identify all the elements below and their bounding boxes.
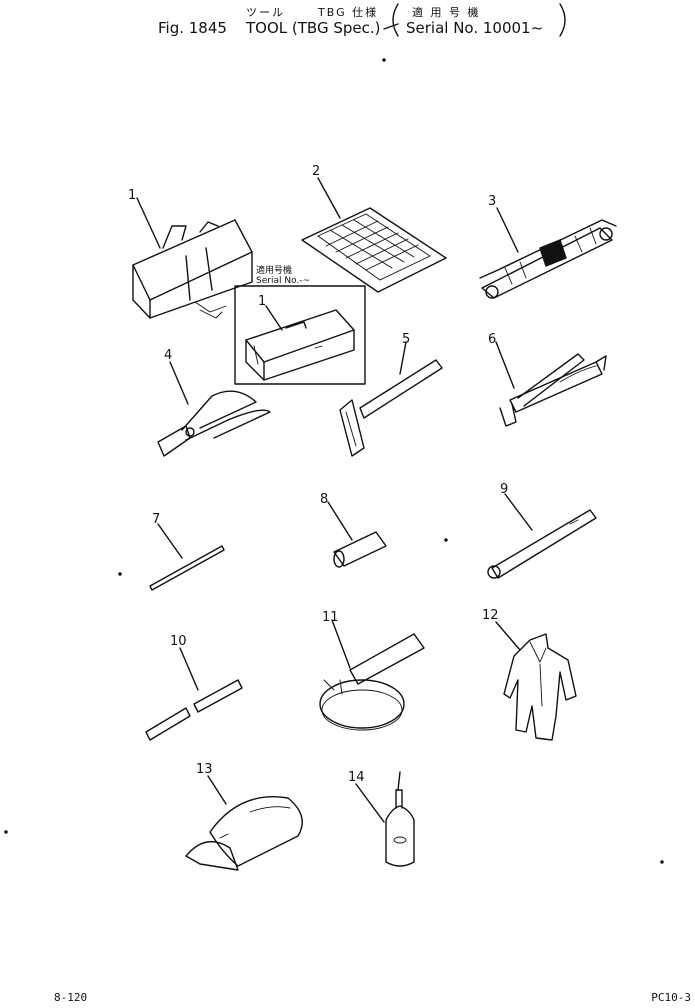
model-code: PC10-3	[651, 991, 691, 1004]
coverall-drawing	[503, 633, 577, 741]
callout-8: 8	[320, 492, 329, 507]
leader-7	[157, 523, 183, 559]
oil-can-drawing	[385, 771, 415, 867]
two-piece-rod-drawing	[145, 679, 243, 741]
header-brackets	[383, 3, 566, 37]
callout-10: 10	[170, 634, 187, 649]
header-jp-serial: 適 用 号 機	[412, 6, 481, 19]
callout-11: 11	[322, 610, 339, 625]
callout-13: 13	[196, 762, 213, 777]
leader-12	[495, 621, 521, 651]
tool-bag-drawing	[132, 219, 253, 319]
leader-9	[504, 493, 533, 531]
filter-wrench-drawing	[319, 633, 425, 731]
callout-4: 4	[164, 348, 173, 363]
leader-2	[317, 177, 341, 219]
grease-gun-drawing	[499, 353, 607, 427]
leader-inset-1	[265, 305, 283, 331]
leader-5	[399, 341, 407, 375]
speck	[382, 58, 386, 62]
leader-6	[495, 341, 515, 389]
callout-1: 1	[128, 188, 137, 203]
callout-7: 7	[152, 512, 161, 527]
callout-5: 5	[402, 332, 411, 347]
leader-4	[169, 361, 189, 405]
callout-14: 14	[348, 770, 365, 785]
speck	[444, 538, 448, 542]
callout-12: 12	[482, 608, 499, 623]
leader-10	[179, 647, 199, 691]
leader-11	[331, 619, 351, 669]
callout-2: 2	[312, 164, 321, 179]
speck	[118, 572, 122, 576]
cap-drawing	[185, 796, 303, 871]
pin-drawing	[333, 531, 387, 568]
leader-1	[136, 197, 161, 249]
parts-chart-drawing	[301, 207, 447, 293]
inset-callout-1: 1	[258, 294, 267, 309]
leader-14	[355, 783, 385, 823]
callout-3: 3	[488, 194, 497, 209]
callout-6: 6	[488, 332, 497, 347]
callout-9: 9	[500, 482, 509, 497]
leader-8	[327, 501, 353, 541]
header-jp-tool: ツール	[246, 6, 285, 19]
speck	[660, 860, 664, 864]
inset-jp-label: 適用号機	[256, 266, 293, 276]
extension-bar-drawing	[487, 509, 597, 579]
inset-serial-label: Serial No.-~	[256, 276, 311, 286]
header-jp-spec: TBG 仕様	[318, 6, 379, 19]
hammer-drawing	[339, 359, 443, 457]
pliers-drawing	[157, 390, 271, 457]
rod-drawing	[149, 545, 225, 591]
wrench-set-drawing	[479, 219, 617, 299]
figure-title: TOOL (TBG Spec.)	[246, 19, 381, 37]
figure-number: Fig. 1845	[158, 19, 227, 37]
serial-range: Serial No. 10001~	[406, 19, 544, 37]
inset-box	[234, 285, 366, 385]
leader-13	[207, 775, 227, 805]
page-number: 8-120	[54, 991, 88, 1004]
speck	[4, 830, 8, 834]
leader-3	[496, 207, 519, 253]
